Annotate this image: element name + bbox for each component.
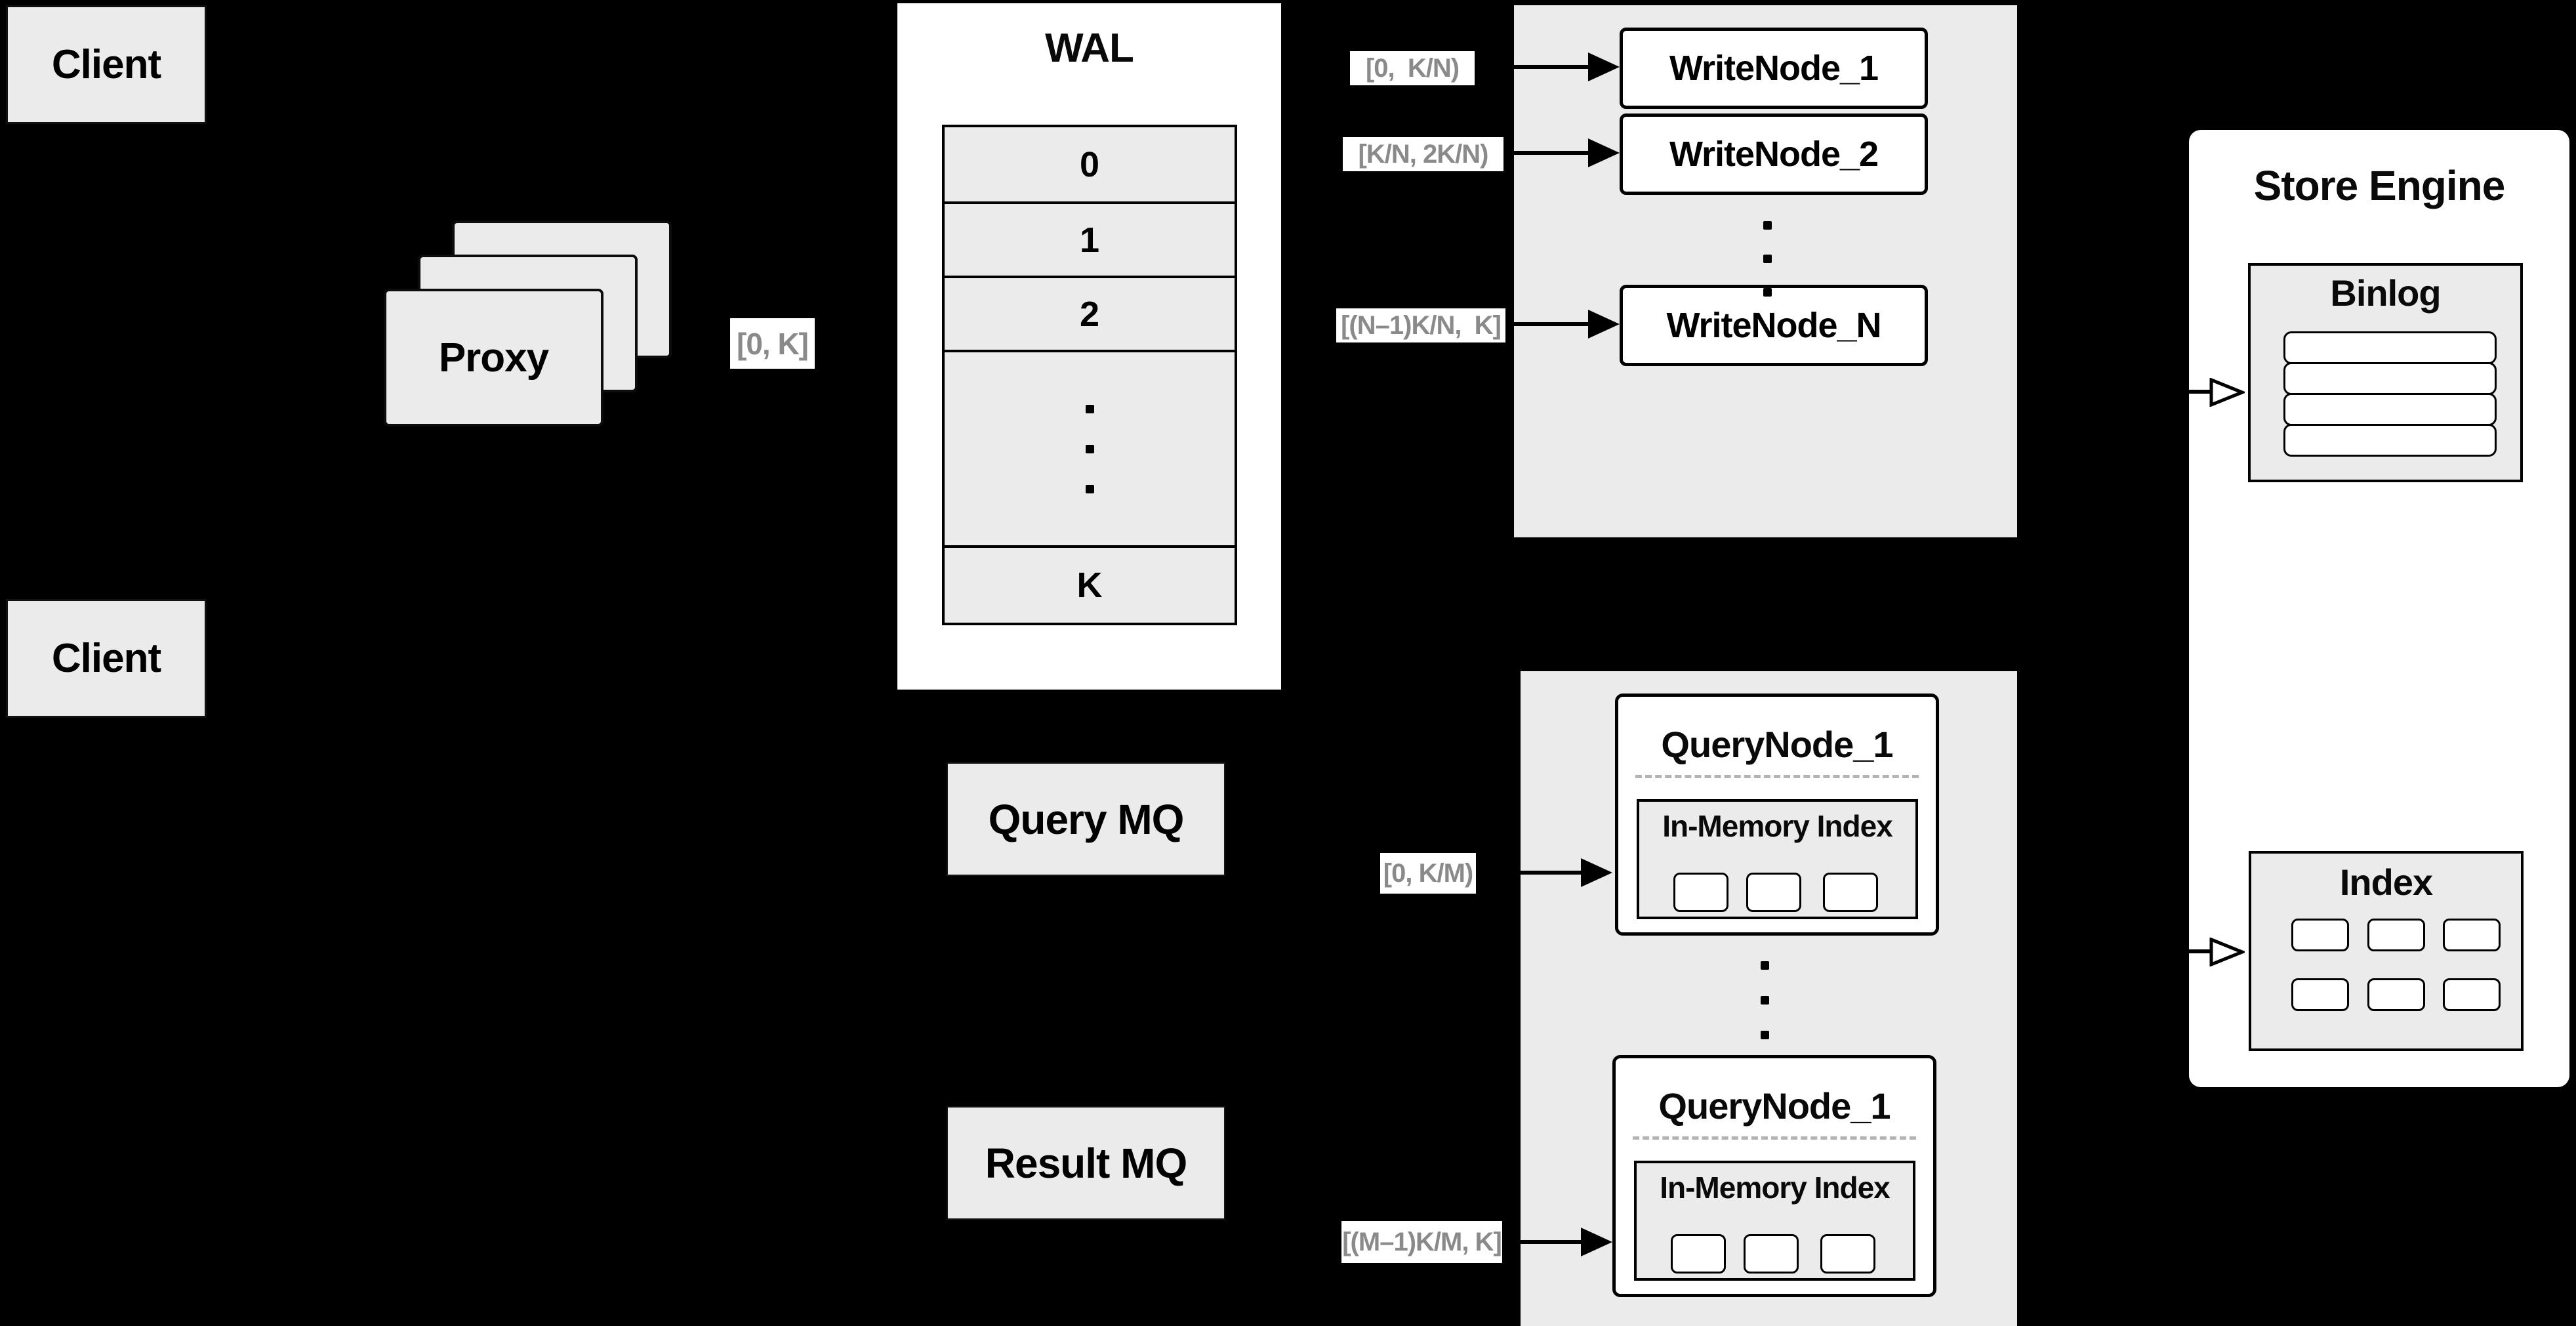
query-range-2-label: [(M–1)K/M, K] [1341, 1221, 1502, 1263]
memory-index-cell [1820, 1234, 1875, 1274]
write-range-2-label: [K/N, 2K/N) [1343, 137, 1503, 171]
query-node-2-box: QueryNode_1 In-Memory Index [1612, 1055, 1936, 1297]
dashed-divider [1635, 775, 1919, 778]
store-engine-title: Store Engine [2253, 162, 2506, 209]
dashed-divider [1633, 1136, 1916, 1140]
memory-index-cell [1744, 1234, 1799, 1274]
query-mq-box: Query MQ [947, 762, 1225, 876]
query-node-1-box: QueryNode_1 In-Memory Index [1615, 694, 1939, 936]
binlog-entry [2283, 362, 2497, 395]
arrow-to-write-node-2 [1505, 151, 1589, 155]
wal-panel: WAL 0 1 2 K [897, 3, 1281, 690]
binlog-entry [2283, 424, 2497, 457]
result-mq-label: Result MQ [985, 1139, 1187, 1187]
arrowhead-icon [1588, 310, 1620, 339]
write-node-1-box: WriteNode_1 [1620, 28, 1928, 109]
arrow-to-index [2125, 949, 2211, 953]
write-range-n-label: [(N–1)K/N, K] [1336, 308, 1505, 342]
wal-ellipsis-row [945, 350, 1235, 545]
client-bottom-label: Client [51, 636, 161, 681]
arrow-to-query-node-2 [1503, 1240, 1581, 1244]
query-node-group-panel: QueryNode_1 In-Memory Index QueryNode_1 … [1521, 671, 2017, 1326]
client-top-box: Client [6, 5, 207, 124]
arrow-to-query-node-1 [1477, 871, 1581, 875]
vertical-ellipsis-icon [1763, 209, 1772, 309]
write-node-2-label: WriteNode_2 [1669, 135, 1879, 174]
index-title: Index [2339, 861, 2433, 903]
in-memory-index-box: In-Memory Index [1634, 1161, 1915, 1281]
store-engine-panel: Store Engine Binlog Index [2189, 130, 2569, 1087]
proxy-range-label: [0, K] [730, 318, 815, 369]
wal-segment-row: 1 [945, 201, 1235, 276]
index-cell [2443, 978, 2501, 1011]
proxy-box: Proxy [384, 289, 603, 426]
index-cell [2367, 978, 2425, 1011]
binlog-entry [2283, 331, 2497, 364]
query-node-2-title: QueryNode_1 [1658, 1085, 1891, 1127]
in-memory-index-title: In-Memory Index [1662, 809, 1893, 843]
arrow-to-write-node-1 [1479, 65, 1589, 69]
wal-segment-row: 0 [1079, 144, 1100, 184]
memory-index-cell [1673, 873, 1728, 912]
binlog-box: Binlog [2248, 263, 2523, 482]
proxy-label: Proxy [438, 335, 549, 381]
arrowhead-icon [1588, 52, 1620, 81]
arrow-to-binlog [2125, 390, 2211, 394]
index-box: Index [2249, 851, 2524, 1051]
in-memory-index-title: In-Memory Index [1660, 1171, 1891, 1205]
write-node-n-box: WriteNode_N [1620, 285, 1928, 366]
client-top-label: Client [51, 42, 161, 87]
client-bottom-box: Client [6, 599, 207, 718]
wal-segment-table: 0 1 2 K [942, 125, 1237, 625]
binlog-entry [2283, 393, 2497, 426]
write-node-group-panel: WriteNode_1 WriteNode_2 WriteNode_N [1514, 5, 2017, 537]
write-node-n-label: WriteNode_N [1666, 306, 1881, 345]
binlog-title: Binlog [2330, 272, 2441, 314]
memory-index-cell [1671, 1234, 1726, 1274]
wal-segment-row: K [945, 545, 1235, 623]
in-memory-index-box: In-Memory Index [1637, 799, 1918, 919]
arrow-to-write-node-n [1507, 322, 1589, 326]
query-mq-label: Query MQ [988, 795, 1185, 843]
memory-index-cell [1746, 873, 1801, 912]
wal-title: WAL [1045, 25, 1134, 71]
result-mq-box: Result MQ [947, 1106, 1225, 1220]
index-cell [2291, 919, 2349, 951]
index-cell [2291, 978, 2349, 1011]
open-arrowhead-icon [2209, 378, 2245, 407]
memory-index-cell [1823, 873, 1878, 912]
write-range-1-label: [0, K/N) [1350, 51, 1475, 85]
query-node-1-title: QueryNode_1 [1661, 723, 1893, 765]
query-range-1-label: [0, K/M) [1380, 853, 1476, 894]
arrowhead-icon [1581, 1228, 1612, 1256]
vertical-ellipsis-icon [1761, 948, 1769, 1052]
write-node-2-box: WriteNode_2 [1620, 114, 1928, 195]
binlog-rows [2283, 331, 2497, 457]
index-cell [2367, 919, 2425, 951]
index-cell [2443, 919, 2501, 951]
arrowhead-icon [1581, 858, 1612, 887]
wal-segment-row: 2 [945, 276, 1235, 350]
write-node-1-label: WriteNode_1 [1669, 49, 1879, 88]
open-arrowhead-icon [2209, 938, 2245, 966]
arrowhead-icon [1588, 138, 1620, 167]
vertical-ellipsis-icon [1085, 404, 1094, 493]
